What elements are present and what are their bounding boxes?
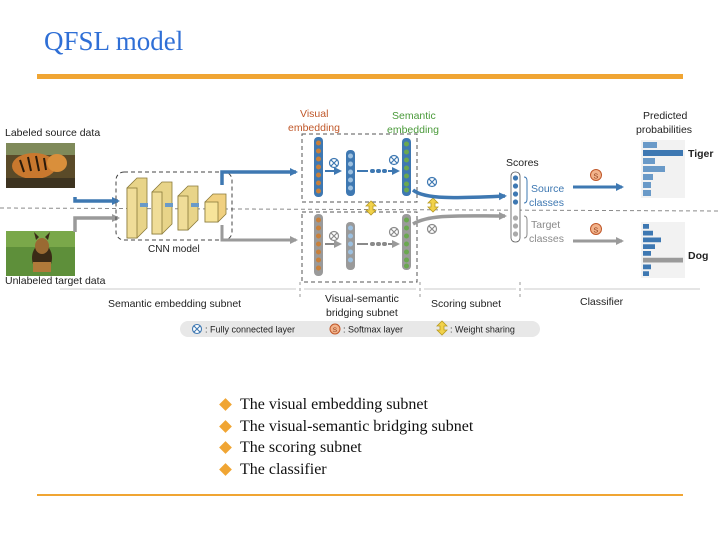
dog-image xyxy=(6,231,75,276)
probability-bar xyxy=(643,257,683,263)
source-semantic-column xyxy=(402,138,411,196)
probability-bar xyxy=(643,264,651,270)
cnn-layers xyxy=(126,177,227,239)
diamond-bullet-icon xyxy=(219,462,232,476)
probability-bar xyxy=(643,142,657,148)
predicted-label: Predicted xyxy=(643,110,688,122)
dog-prediction-bars xyxy=(643,224,683,276)
probability-bar xyxy=(643,174,653,180)
cnn-to-visual-target-arrow xyxy=(220,225,298,244)
title-underline xyxy=(37,74,683,79)
bullet-item: The visual-semantic bridging subnet xyxy=(218,416,473,438)
predicted-label-2: probabilities xyxy=(636,124,692,136)
probability-bar xyxy=(643,182,651,188)
source-classes-bracket xyxy=(523,176,528,204)
probability-bar xyxy=(643,190,651,196)
domain-separator xyxy=(0,207,720,212)
footer-rule xyxy=(37,494,683,496)
bullet-item: The classifier xyxy=(218,459,473,481)
bridging-subnet-label-2: bridging subnet xyxy=(326,307,398,319)
probability-bar xyxy=(643,251,651,256)
bullet-list: The visual embedding subnet The visual-s… xyxy=(218,394,473,480)
scoring-subnet-label: Scoring subnet xyxy=(431,298,501,310)
scoring-connectors xyxy=(411,176,507,235)
dog-prediction-panel xyxy=(641,222,685,278)
bullet-item: The visual embedding subnet xyxy=(218,394,473,416)
target-embedding-box xyxy=(301,211,418,283)
tiger-label: Tiger xyxy=(688,148,713,160)
tiger-image xyxy=(6,143,75,188)
target-classes-bracket xyxy=(523,215,528,239)
dog-label: Dog xyxy=(688,250,708,262)
classifier-label: Classifier xyxy=(580,296,624,308)
qfsl-diagram: Labeled source data Unlabeled target dat… xyxy=(0,96,720,346)
scores-column xyxy=(510,171,521,243)
target-input-arrow xyxy=(73,214,120,232)
tiger-prediction-bars xyxy=(643,142,683,196)
diamond-bullet-icon xyxy=(219,419,232,433)
visual-embedding-title-2: embedding xyxy=(288,122,340,134)
probability-bar xyxy=(643,224,649,229)
svg-text:S: S xyxy=(594,228,599,235)
legend-box xyxy=(180,321,540,337)
cnn-model-box xyxy=(115,171,233,241)
visual-embedding-title: Visual xyxy=(300,108,328,120)
labeled-source-label: Labeled source data xyxy=(5,127,100,139)
probability-bar xyxy=(643,271,649,276)
fc-legend-icon xyxy=(191,323,203,335)
source-visual-column xyxy=(314,137,323,197)
source-embedding-box xyxy=(301,133,418,203)
target-classes-label-2: classes xyxy=(529,233,564,245)
target-softmax-icon: S xyxy=(590,223,602,235)
weight-sharing-arrows xyxy=(365,197,439,216)
legend-softmax-text: : Softmax layer xyxy=(343,325,403,335)
target-hidden-column xyxy=(346,222,355,270)
probability-bar xyxy=(643,244,655,249)
probability-bar xyxy=(643,158,655,164)
softmax-legend-icon: S xyxy=(329,323,341,335)
semantic-embedding-title: Semantic xyxy=(392,110,436,122)
scores-label: Scores xyxy=(506,157,539,169)
section-dividers xyxy=(299,282,521,298)
target-fc-connectors xyxy=(325,226,400,248)
target-visual-column xyxy=(314,214,323,276)
diamond-bullet-icon xyxy=(219,441,232,455)
weight-sharing-legend-icon xyxy=(436,320,448,336)
target-semantic-column xyxy=(402,214,411,270)
bridging-subnet-label: Visual-semantic xyxy=(325,293,399,305)
cnn-to-visual-source-arrow xyxy=(220,168,298,185)
diamond-bullet-icon xyxy=(219,398,232,412)
source-classes-label-2: classes xyxy=(529,197,564,209)
legend-weight-sharing-text: : Weight sharing xyxy=(450,325,515,335)
probability-bar xyxy=(643,150,683,156)
source-input-arrow xyxy=(73,197,120,205)
probability-bar xyxy=(643,230,653,236)
source-hidden-column xyxy=(346,150,355,196)
svg-text:S: S xyxy=(333,327,338,334)
legend-fc-text: : Fully connected layer xyxy=(205,325,295,335)
semantic-embedding-title-2: embedding xyxy=(387,124,439,136)
bullet-item: The scoring subnet xyxy=(218,437,473,459)
target-classes-label: Target xyxy=(531,219,560,231)
source-classes-label: Source xyxy=(531,183,564,195)
slide-title: QFSL model xyxy=(44,26,184,56)
svg-text:S: S xyxy=(594,174,599,181)
unlabeled-target-label: Unlabeled target data xyxy=(5,275,106,287)
source-softmax-icon: S xyxy=(590,169,602,181)
probability-bar xyxy=(643,166,665,172)
probability-bar xyxy=(643,237,661,243)
semantic-embedding-subnet-label: Semantic embedding subnet xyxy=(108,298,241,310)
cnn-model-label: CNN model xyxy=(148,244,200,255)
source-fc-connectors xyxy=(325,154,400,175)
